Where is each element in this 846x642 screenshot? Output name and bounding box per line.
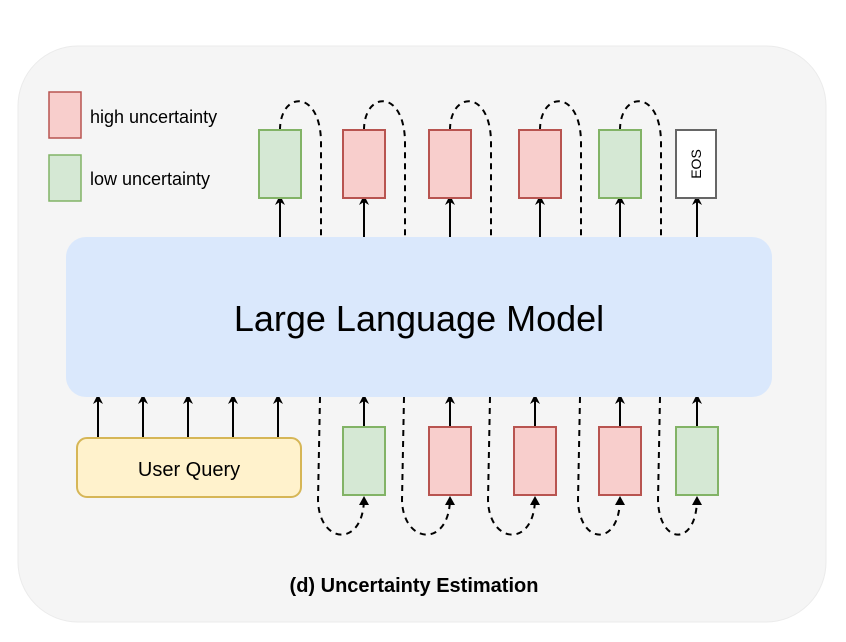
arrows [93,195,702,438]
input-token-2-high [428,426,472,496]
eos-label: EOS [688,149,704,179]
feedback-loop-arrowhead-2 [445,496,455,505]
input-token-5-low [675,426,719,496]
user-query-label: User Query [138,459,240,481]
output-token-5-low [598,129,642,199]
feedback-loop-arrowhead-5 [692,496,702,505]
output-tokens [258,129,642,199]
legend-low-label: low uncertainty [90,169,210,189]
output-token-4-high [518,129,562,199]
output-token-1-low [258,129,302,199]
feedback-loops [279,100,702,536]
eos-token-box [675,129,717,199]
feedback-loop-5 [619,100,698,536]
input-tokens [342,426,719,496]
feedback-loop-arrowhead-4 [615,496,625,505]
feedback-loop-3 [449,100,536,536]
feedback-loop-2 [363,100,451,536]
feedback-loop-1 [279,100,365,536]
legend-high-swatch [48,91,82,139]
llm-label: Large Language Model [234,298,604,339]
input-token-1-low [342,426,386,496]
llm-box [66,237,772,397]
caption: (d) Uncertainty Estimation [290,575,539,597]
output-token-2-high [342,129,386,199]
input-token-3-high [513,426,557,496]
feedback-loop-arrowhead-3 [530,496,540,505]
feedback-loop-4 [539,100,621,536]
output-token-3-high [428,129,472,199]
feedback-loop-arrowhead-1 [359,496,369,505]
legend-high-label: high uncertainty [90,107,217,127]
input-token-4-high [598,426,642,496]
legend-low-swatch [48,154,82,202]
user-query-box [76,437,302,498]
